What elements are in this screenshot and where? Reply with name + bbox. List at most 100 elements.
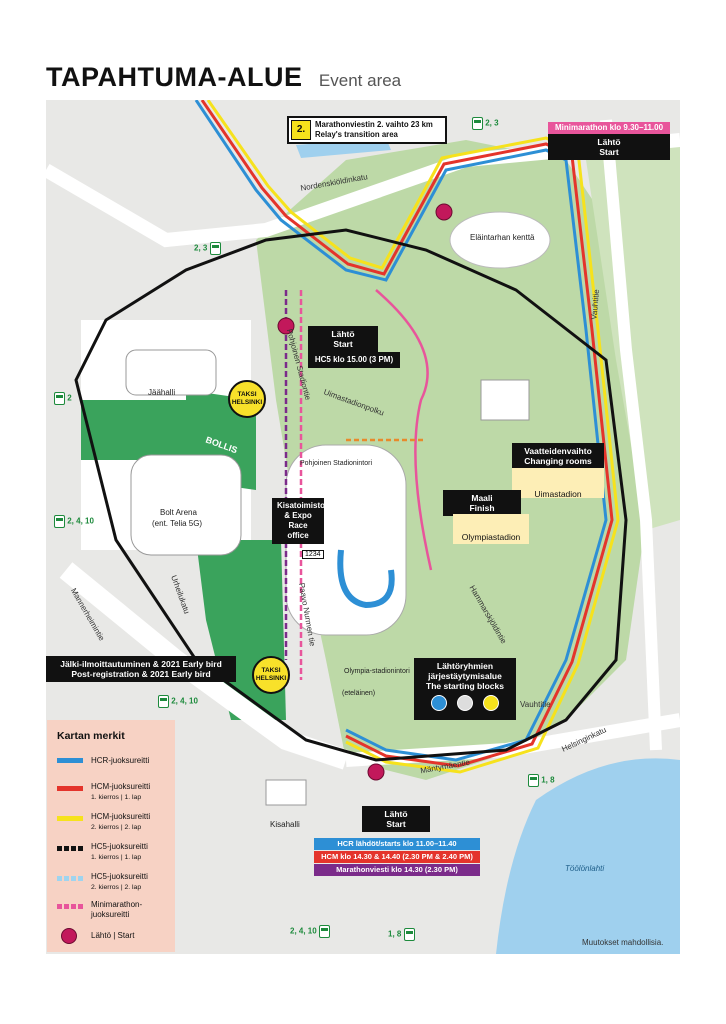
race-office-line3: Race office (287, 521, 309, 540)
tram-icon (472, 117, 483, 130)
map-canvas (46, 100, 680, 954)
legend-sub-hc5-2: 2. kierros | 2. lap (91, 883, 142, 891)
finish-box: Maali Finish (443, 490, 521, 516)
east-park (586, 140, 680, 530)
start-marker-main (367, 763, 385, 781)
relay-transition-label: Marathonviestin 2. vaihto 23 km Relay's … (315, 120, 433, 139)
relay-line2: Relay's transition area (315, 129, 398, 139)
tram-stop-8: 1, 8 (388, 928, 415, 941)
main-start-box: Lähtö Start (362, 806, 430, 832)
blocks-line2: järjestäytymisalue (428, 671, 502, 681)
minimarathon-start-line2: Start (599, 147, 619, 157)
legend-swatch-hc5-1 (57, 846, 83, 851)
place-jaahalli: Jäähalli (148, 388, 176, 397)
race-office-box: Kisatoimisto & Expo Race office (272, 498, 326, 544)
legend-swatch-hcm2 (57, 816, 83, 821)
main-start-line1: Lähtö (384, 809, 408, 819)
tram-stop-5: 2, 4, 10 (158, 695, 198, 708)
tram-stop-1: 2, 3 (472, 117, 499, 130)
legend-label-hcr: HCR-juoksureitti (91, 756, 150, 765)
hcr-start-time: HCR lähdöt/starts klo 11.00–11.40 (314, 838, 480, 850)
changes-note: Muutokset mahdollisia. (582, 938, 664, 947)
place-toolonlahti: Töölönlahti (565, 864, 605, 873)
tram-stop-7-lines: 2, 4, 10 (290, 926, 317, 936)
street-vauhtitie-south: Vauhtitie (520, 700, 551, 709)
green-field-1 (81, 400, 186, 460)
legend-label-hc5-2: HC5-juoksureitti (91, 872, 148, 881)
legend-label-hc5-1: HC5-juoksureitti (91, 842, 148, 851)
tram-stop-3: 2 (54, 392, 72, 405)
page-header: TAPAHTUMA-ALUE Event area (46, 62, 401, 93)
hc5-start-box: Lähtö Start (308, 326, 378, 352)
starting-blocks-box: Lähtöryhmien järjestäytymisalue The star… (414, 658, 516, 720)
tram-stop-4: 2, 4, 10 (54, 515, 94, 528)
hcm-start-time: HCM klo 14.30 & 14.40 (2.30 PM & 2.40 PM… (314, 851, 480, 863)
clock-blue-icon (430, 695, 447, 711)
tram-stop-4-lines: 2, 4, 10 (67, 516, 94, 526)
page-title: TAPAHTUMA-ALUE (46, 62, 303, 92)
door-numbers: 1234 (302, 550, 324, 559)
legend-swatch-hcm1 (57, 786, 83, 791)
finish-line1: Maali (471, 493, 493, 503)
tram-stop-7: 2, 4, 10 (290, 925, 330, 938)
legend-sub-minimarathon: juoksureitti (91, 909, 130, 919)
event-area-map[interactable] (46, 100, 680, 954)
legend-label-hcm2: HCM-juoksureitti (91, 812, 151, 821)
blocks-line3: The starting blocks (426, 681, 504, 691)
stadium-track (337, 549, 395, 609)
race-office-line1: Kisatoimisto (277, 501, 326, 510)
legend-label-start: Lähtö | Start (91, 931, 135, 940)
uimastadion-building (480, 379, 530, 421)
route-hc5-1 (74, 228, 628, 762)
postreg-line1: Jälki-ilmoittautuminen & 2021 Early bird (60, 659, 222, 669)
legend-sub-hcm1: 1. kierros | 1. lap (91, 793, 142, 801)
legend-label-minimarathon: Minimarathon- (91, 900, 143, 909)
road-nordenskiold (46, 133, 680, 248)
relay-transition-box: 2. Marathonviestin 2. vaihto 23 km Relay… (287, 116, 447, 144)
jaahalli-building (125, 349, 217, 396)
relay-number-badge: 2. (291, 120, 311, 140)
taxi-stand-1: TAKSI HELSINKI (228, 380, 266, 418)
minimarathon-time: Minimarathon klo 9.30–11.00 (548, 122, 670, 134)
road-vauhtitie (600, 119, 662, 751)
tram-stop-8-lines: 1, 8 (388, 929, 402, 939)
legend-sub-hcm2: 2. kierros | 2. lap (91, 823, 142, 831)
finish-line2: Finish (469, 503, 495, 513)
post-registration-box: Jälki-ilmoittautuminen & 2021 Early bird… (46, 656, 236, 682)
clock-yellow-icon (483, 695, 500, 711)
legend-swatch-minimarathon (57, 904, 83, 909)
tram-stop-2-lines: 2, 3 (194, 243, 208, 253)
olympiastadion-label: Olympiastadion (453, 514, 529, 544)
start-marker-hc5 (277, 317, 295, 335)
legend-swatch-hcr (57, 758, 83, 763)
minimarathon-start-line1: Lähtö (597, 137, 621, 147)
boltarena-building (130, 454, 242, 556)
changing-line2: Changing rooms (524, 456, 592, 466)
place-bolt-arena-former: (ent. Telia 5G) (152, 519, 203, 528)
elaintarha-field (449, 211, 551, 269)
page-subtitle: Event area (318, 71, 402, 90)
clock-grey-icon (457, 695, 473, 711)
road-mannerheimintie (59, 562, 350, 770)
legend-title: Kartan merkit (57, 730, 125, 742)
tram-icon (403, 928, 415, 941)
postreg-line2: Post-registration & 2021 Early bird (71, 669, 211, 679)
hc5-start-line2: Start (333, 339, 353, 349)
tram-icon (318, 925, 330, 938)
block-icons (419, 695, 511, 713)
map-legend: Kartan merkit HCR-juoksureitti HCM-juoks… (47, 720, 175, 952)
tram-icon (158, 695, 169, 708)
tram-icon (54, 392, 65, 405)
race-office-line2: & Expo (284, 511, 312, 520)
minimarathon-start-box: Lähtö Start (548, 134, 670, 160)
main-start-line2: Start (386, 819, 406, 829)
tram-stop-5-lines: 2, 4, 10 (171, 696, 198, 706)
changing-line1: Vaatteidenvaihto (524, 446, 592, 456)
tram-icon (528, 774, 539, 787)
tram-icon (209, 242, 221, 255)
legend-swatch-hc5-2 (57, 876, 83, 881)
place-olympiastadionintori-south: (eteläinen) (342, 690, 376, 697)
route-minimarathon (375, 289, 433, 571)
blocks-line1: Lähtöryhmien (436, 661, 494, 671)
tram-stop-2: 2, 3 (194, 242, 221, 255)
